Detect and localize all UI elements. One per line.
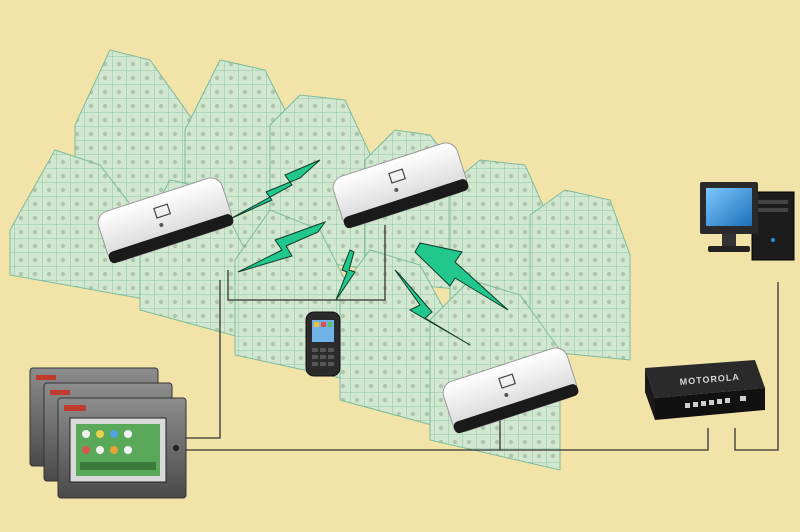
controller-wire [185, 280, 221, 439]
panel-screen-icons [80, 430, 156, 470]
climate-controller-panels [29, 367, 187, 499]
lightning-bolt-icon [231, 159, 321, 219]
lightning-bolt-icon [394, 269, 471, 346]
wireless-signals [231, 159, 509, 346]
wireless-access-point-icon [442, 347, 579, 434]
desktop-wire [734, 282, 779, 451]
wired-connections [185, 225, 779, 451]
ap-interconnect-wire [227, 225, 386, 301]
handheld-mobile-computer-icon [305, 311, 341, 377]
lightning-bolt-icon [414, 242, 509, 311]
desktop-computer-icon [700, 182, 795, 261]
lightning-bolt-icon [237, 220, 327, 273]
climate-controller-panel-icon [57, 397, 187, 499]
network-switch-icon: MOTOROLA [645, 360, 765, 420]
lightning-bolt-icon [335, 249, 356, 301]
wireless-access-point-icon [97, 177, 234, 264]
wireless-access-point-icon [332, 142, 469, 229]
controller-bus-wire [185, 428, 709, 451]
